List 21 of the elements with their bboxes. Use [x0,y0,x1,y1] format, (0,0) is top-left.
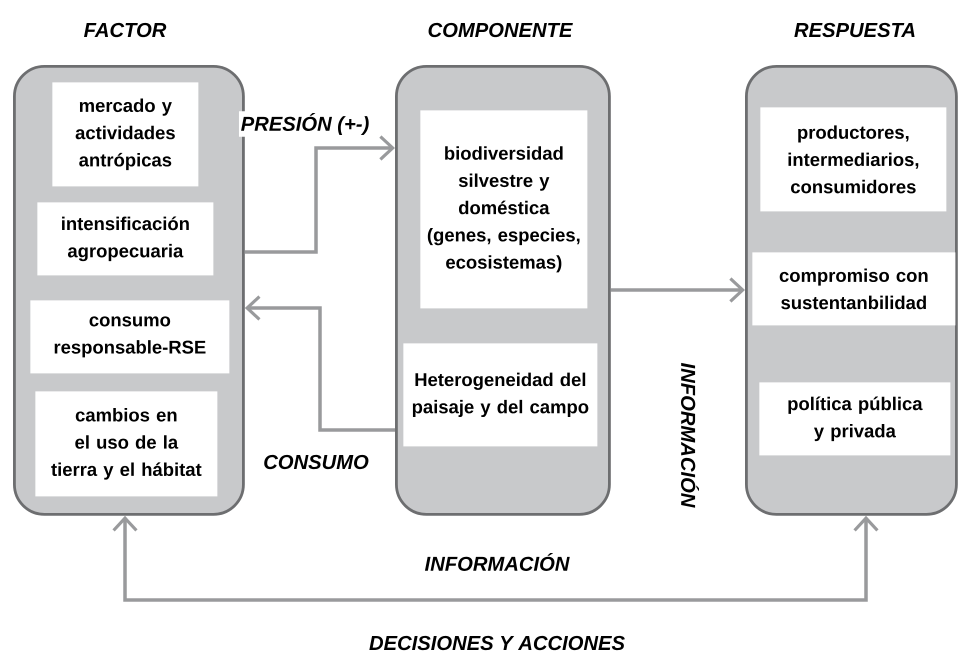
arrow [244,135,395,254]
text-box: intensificación agropecuaria [37,202,214,276]
text-box: cambios en el uso de la tierra y el hábitat [35,391,218,496]
edge-label: PRESIÓN (+-) [238,111,372,137]
column-heading: COMPONENTE [428,22,573,38]
text-box: productores, intermediarios, consumidores [760,107,946,212]
text-box: consumo responsable-RSE [30,300,230,374]
column-heading: RESPUESTA [794,22,915,38]
arrow [610,277,745,303]
text-box: política pública y privada [759,382,950,456]
text-box: mercado y actividades antrópicas [52,82,198,186]
text-box: Heterogeneidad del paisaje y del campo [403,343,598,446]
annotation-label: DECISIONES Y ACCIONES [369,636,625,650]
annotation-label: INFORMACIÓN [424,552,570,571]
column-heading: FACTOR [84,22,166,38]
annotation-label: INFORMACIÓN [680,362,699,508]
arrow [244,295,395,432]
text-box: biodiversidad silvestre y doméstica (genes, especies, ecosistemas) [420,110,588,308]
text-box: compromiso con sustentanbilidad [752,252,956,326]
arrow [112,516,879,602]
edge-label: CONSUMO [261,453,371,471]
